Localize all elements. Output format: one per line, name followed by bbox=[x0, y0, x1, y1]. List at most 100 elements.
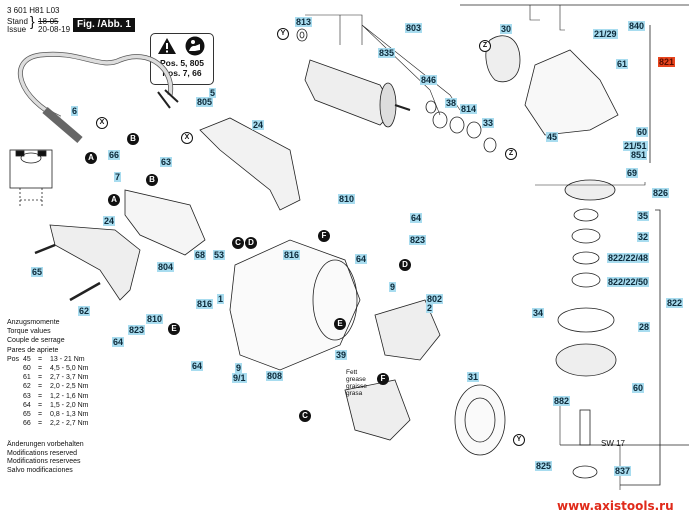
part-tag[interactable]: 34 bbox=[532, 308, 545, 318]
part-tag[interactable]: 1 bbox=[217, 294, 225, 304]
part-tag-highlighted[interactable]: 821 bbox=[658, 57, 676, 67]
part-tag[interactable]: 32 bbox=[637, 232, 650, 242]
part-tag[interactable]: 882 bbox=[553, 396, 571, 406]
part-tag[interactable]: 63 bbox=[160, 157, 173, 167]
part-tag[interactable]: 816 bbox=[283, 250, 301, 260]
part-tag[interactable]: 2 bbox=[426, 303, 434, 313]
part-tag[interactable]: 35 bbox=[637, 211, 650, 221]
part-tag[interactable]: 62 bbox=[78, 306, 91, 316]
part-tag[interactable]: 823 bbox=[409, 235, 427, 245]
connector-z-1: Z bbox=[479, 40, 491, 52]
part-tag[interactable]: 823 bbox=[128, 325, 146, 335]
part-tag[interactable]: 846 bbox=[420, 75, 438, 85]
part-tag[interactable]: 810 bbox=[146, 314, 164, 324]
connector-c-1: C bbox=[232, 237, 244, 249]
part-tag[interactable]: 822/22/48 bbox=[607, 253, 650, 263]
switch-body bbox=[124, 189, 206, 256]
issue-value: 20-08-19 bbox=[38, 25, 71, 34]
part-tag[interactable]: 45 bbox=[546, 132, 559, 142]
part-tag[interactable]: 24 bbox=[103, 216, 116, 226]
part-tag[interactable]: 64 bbox=[410, 213, 423, 223]
connector-z-2: Z bbox=[505, 148, 517, 160]
torque-values-legend: Anzugsmomente Torque values Couple de se… bbox=[7, 319, 89, 428]
watermark-link[interactable]: www.axistools.ru bbox=[557, 499, 674, 513]
bevel-gear bbox=[485, 35, 521, 83]
part-tag[interactable]: 840 bbox=[628, 21, 646, 31]
torque-sep: = bbox=[38, 355, 43, 363]
torque-row: 64=1,5 - 2,0 Nm bbox=[7, 401, 89, 410]
part-tag[interactable]: 33 bbox=[482, 118, 495, 128]
part-tag[interactable]: 808 bbox=[266, 371, 284, 381]
part-tag[interactable]: 68 bbox=[194, 250, 207, 260]
part-tag[interactable]: 31 bbox=[467, 372, 480, 382]
part-tag[interactable]: 69 bbox=[626, 168, 639, 178]
part-tag[interactable]: 21/29 bbox=[593, 29, 618, 39]
torque-pos-label bbox=[7, 382, 23, 391]
part-tag[interactable]: 802 bbox=[426, 294, 444, 304]
part-tag[interactable]: 835 bbox=[378, 48, 396, 58]
part-tag[interactable]: 21/51 bbox=[623, 141, 648, 151]
part-tag[interactable]: 64 bbox=[191, 361, 204, 371]
part-tag[interactable]: 60 bbox=[632, 383, 645, 393]
connector-d-2: D bbox=[399, 259, 411, 271]
part-tag[interactable]: 64 bbox=[112, 337, 125, 347]
brace: } bbox=[30, 13, 35, 29]
part-tag[interactable]: 803 bbox=[405, 23, 423, 33]
part-tag[interactable]: 813 bbox=[295, 17, 313, 27]
part-tag[interactable]: 28 bbox=[638, 322, 651, 332]
torque-value: 0,8 - 1,3 Nm bbox=[50, 411, 89, 419]
part-tag[interactable]: 822/22/50 bbox=[607, 277, 650, 287]
torque-value: 4,5 - 5,0 Nm bbox=[50, 365, 89, 373]
warning-line-2: Pos. 7, 66 bbox=[162, 68, 202, 78]
part-tag[interactable]: 65 bbox=[31, 267, 44, 277]
figure-label: Fig. /Abb. 1 bbox=[73, 18, 135, 32]
warning-line-1: Pos. 5, 805 bbox=[160, 58, 204, 68]
side-handle bbox=[49, 224, 141, 301]
part-tag[interactable]: 6 bbox=[71, 106, 79, 116]
torque-pos-label bbox=[7, 373, 23, 382]
torque-pos: 64 bbox=[23, 401, 31, 409]
connector-b-1: B bbox=[127, 133, 139, 145]
torque-value: 2,7 - 3,7 Nm bbox=[50, 374, 89, 382]
connector-a-1: A bbox=[85, 152, 97, 164]
issue-label: Issue bbox=[7, 25, 27, 34]
part-tag[interactable]: 822 bbox=[666, 298, 684, 308]
part-tag[interactable]: 24 bbox=[252, 120, 265, 130]
part-tag[interactable]: 837 bbox=[614, 466, 632, 476]
part-tag[interactable]: 851 bbox=[630, 150, 648, 160]
part-tag[interactable]: 61 bbox=[616, 59, 629, 69]
part-tag[interactable]: 66 bbox=[108, 150, 121, 160]
part-tag[interactable]: 805 bbox=[196, 97, 214, 107]
part-tag[interactable]: 5 bbox=[209, 88, 217, 98]
connector-x-1: X bbox=[96, 117, 108, 129]
torque-pos: 45 bbox=[23, 355, 31, 363]
part-tag[interactable]: 816 bbox=[196, 299, 214, 309]
wrench-size-note: SW 17 bbox=[601, 439, 626, 448]
rear-handle bbox=[199, 117, 301, 211]
part-tag[interactable]: 60 bbox=[636, 127, 649, 137]
part-tag[interactable]: 53 bbox=[213, 250, 226, 260]
part-tag[interactable]: 9/1 bbox=[232, 373, 247, 383]
part-tag[interactable]: 7 bbox=[114, 172, 122, 182]
part-tag[interactable]: 64 bbox=[355, 254, 368, 264]
part-tag[interactable]: 38 bbox=[445, 98, 458, 108]
field-coil-upper bbox=[374, 299, 441, 361]
part-tag[interactable]: 9 bbox=[235, 363, 243, 373]
part-tag[interactable]: 39 bbox=[335, 350, 348, 360]
torque-pos: 60 bbox=[23, 365, 31, 373]
connector-y-2: Y bbox=[513, 434, 525, 446]
torque-pos-label bbox=[7, 410, 23, 419]
connector-b-2: B bbox=[146, 174, 158, 186]
part-tag[interactable]: 30 bbox=[500, 24, 513, 34]
connector-c-2: C bbox=[299, 410, 311, 422]
connector-y-1: Y bbox=[277, 28, 289, 40]
part-tag[interactable]: 9 bbox=[389, 282, 397, 292]
part-tag[interactable]: 814 bbox=[460, 104, 478, 114]
torque-value: 2,0 - 2,5 Nm bbox=[50, 383, 89, 391]
part-tag[interactable]: 825 bbox=[535, 461, 553, 471]
torque-sep: = bbox=[38, 365, 43, 373]
part-tag[interactable]: 826 bbox=[652, 188, 670, 198]
part-tag[interactable]: 810 bbox=[338, 194, 356, 204]
part-tag[interactable]: 804 bbox=[157, 262, 175, 272]
